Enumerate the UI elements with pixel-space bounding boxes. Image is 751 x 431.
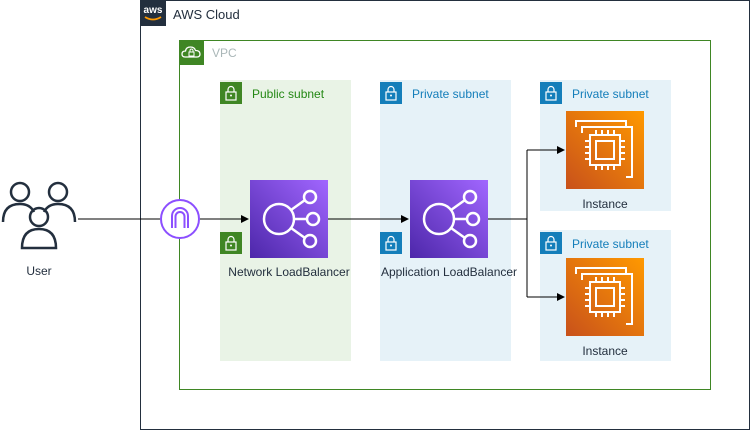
- instance-label: Instance: [582, 344, 628, 358]
- padlock-icon: [540, 82, 562, 104]
- private-subnet-label: Private subnet: [412, 87, 489, 101]
- instance-label: Instance: [582, 197, 628, 211]
- public-subnet-label: Public subnet: [252, 87, 325, 101]
- ec2-chip-icon: [566, 258, 644, 336]
- private-subnet-label: Private subnet: [572, 237, 649, 251]
- padlock-icon: [380, 82, 402, 104]
- elastic-load-balancing-icon: [250, 180, 328, 258]
- padlock-icon: [220, 232, 242, 254]
- vpc-cloud-lock-icon: [179, 40, 204, 65]
- aws-cloud-group: [140, 0, 750, 430]
- svg-text:aws: aws: [144, 5, 163, 16]
- internet-gateway-icon: [160, 199, 200, 239]
- private-subnet-label: Private subnet: [572, 87, 649, 101]
- users-icon: [0, 180, 78, 258]
- ec2-chip-icon: [566, 111, 644, 189]
- padlock-icon: [220, 82, 242, 104]
- aws-logo-icon: aws: [140, 0, 166, 26]
- alb-label: Application LoadBalancer: [380, 265, 518, 279]
- aws-cloud-label: AWS Cloud: [173, 7, 240, 22]
- elastic-load-balancing-icon: [410, 180, 488, 258]
- padlock-icon: [380, 232, 402, 254]
- connector-alb-split: [488, 150, 528, 297]
- user-label: User: [26, 264, 52, 278]
- vpc-label: VPC: [212, 46, 237, 60]
- nlb-label: Network LoadBalancer: [228, 265, 350, 279]
- padlock-icon: [540, 232, 562, 254]
